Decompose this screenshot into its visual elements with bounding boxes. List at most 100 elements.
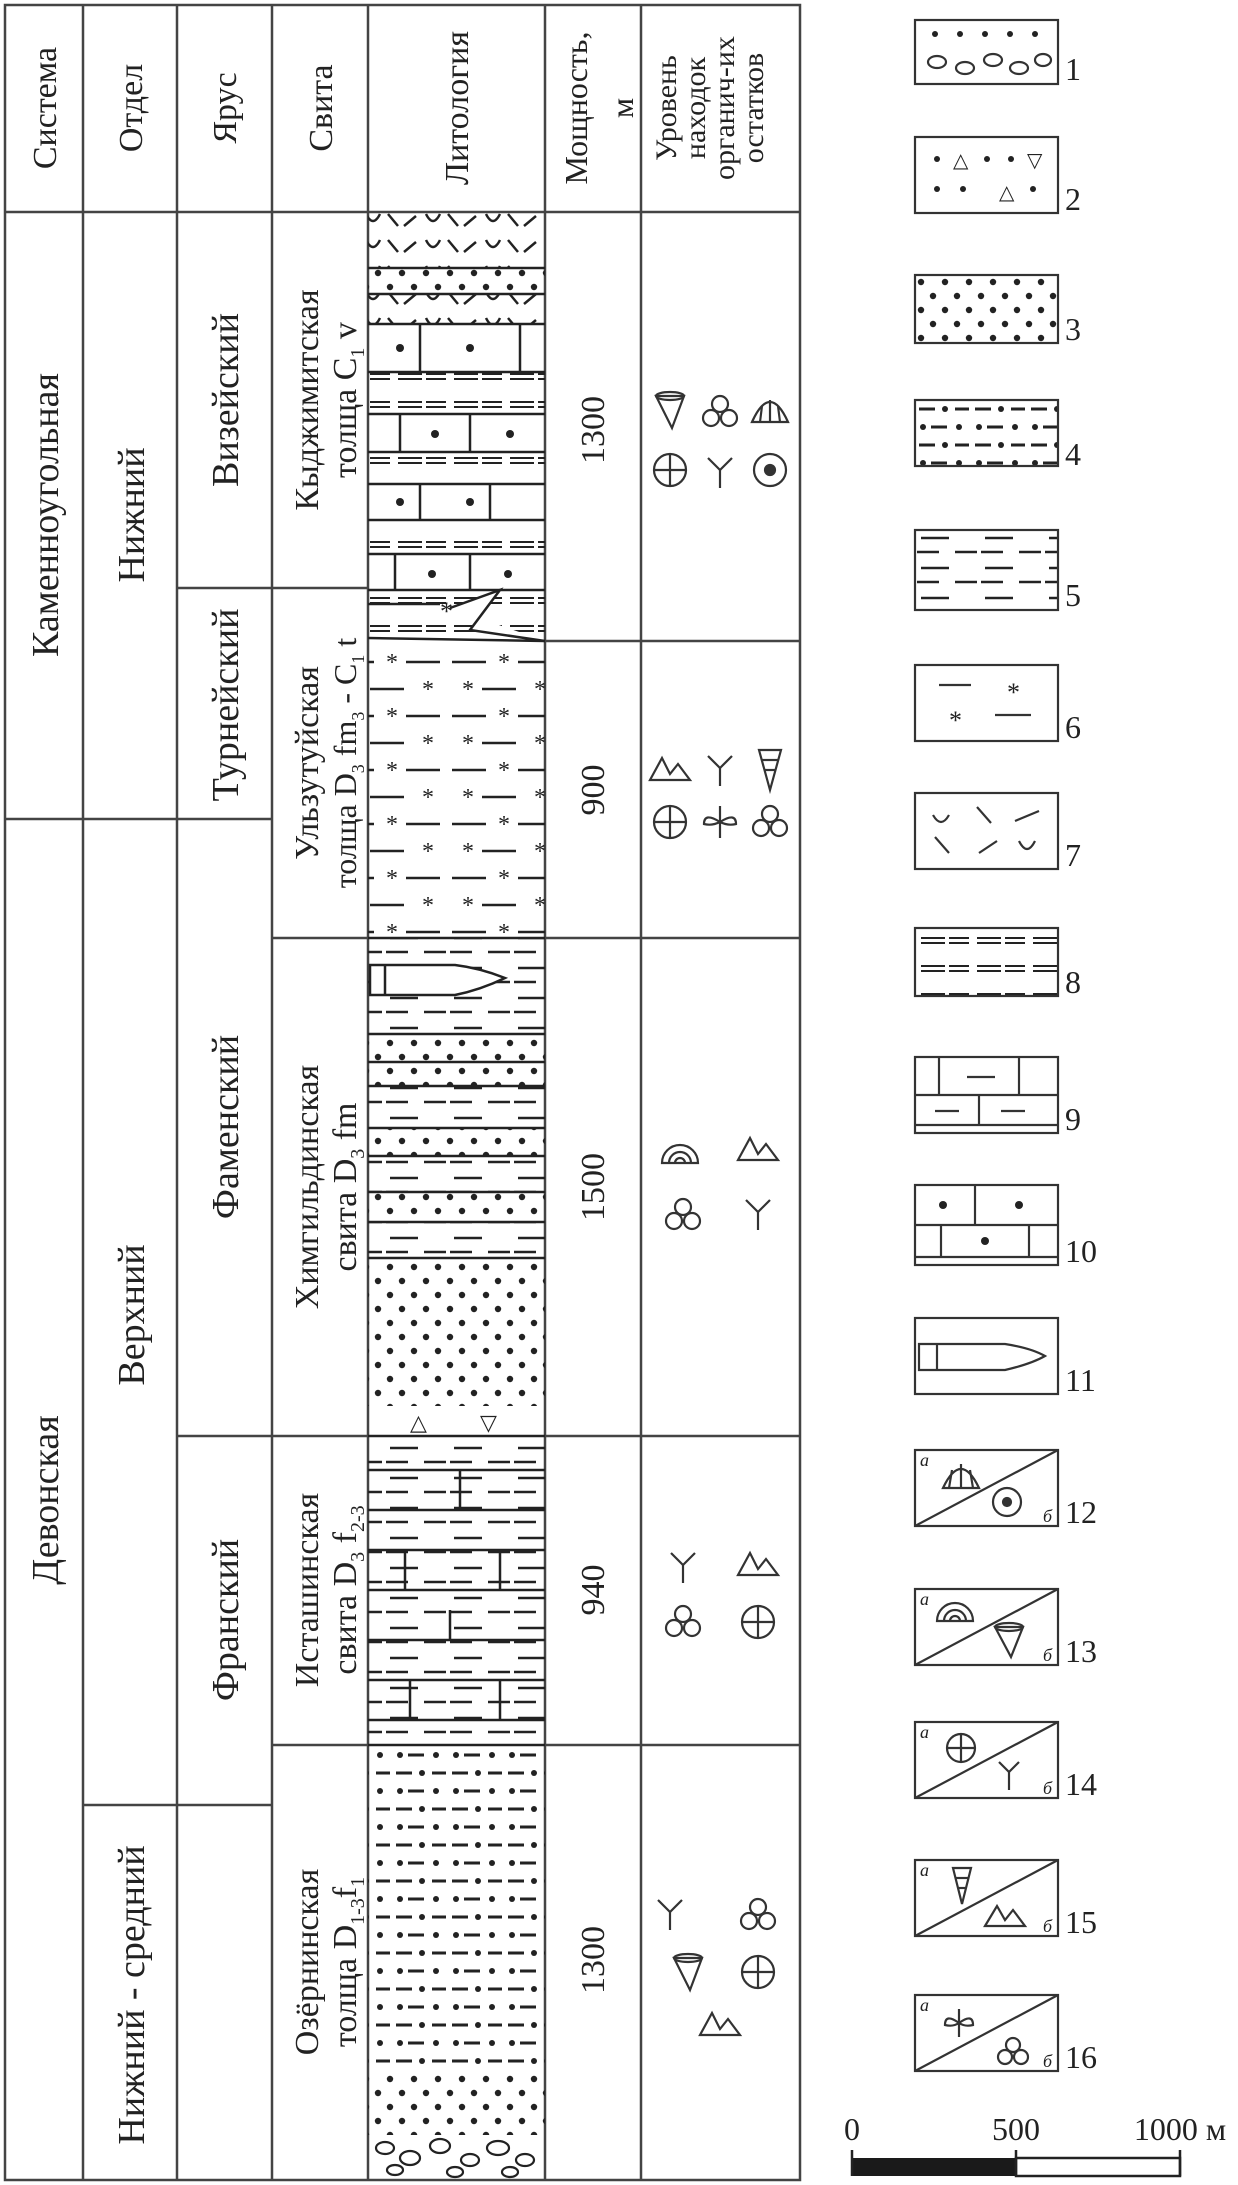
legend-number-7: 7 bbox=[1065, 837, 1081, 873]
legend-number-16: 16 bbox=[1065, 2039, 1097, 2075]
thickness-ist: 940 bbox=[575, 1565, 612, 1616]
legend-number-3: 3 bbox=[1065, 311, 1081, 347]
legend-16-b: б bbox=[1043, 2051, 1053, 2071]
legend-number-2: 2 bbox=[1065, 181, 1081, 217]
scale-bar: 0 500 1000 м bbox=[844, 2111, 1226, 2178]
system-label-carboniferous: Каменноугольная bbox=[25, 373, 67, 657]
cross-circle-fossil-icon bbox=[740, 1604, 776, 1640]
thickness-khim: 1500 bbox=[575, 1153, 612, 1221]
legend-16-a: а bbox=[920, 1995, 929, 2015]
svg-text:Озёрнинская: Озёрнинская bbox=[289, 1868, 326, 2055]
suite-oz: Озёрнинская толща D1-3f1 bbox=[289, 1868, 369, 2055]
mountain-fossil-icon bbox=[698, 2010, 743, 2037]
table-header: Система Отдел Ярус Свита Литология Мощно… bbox=[27, 31, 770, 185]
legend-14-a: а bbox=[920, 1722, 929, 1742]
header-suite: Свита bbox=[303, 64, 340, 151]
legend-item-16 bbox=[913, 1993, 1060, 2073]
scale-bar-empty bbox=[1014, 2156, 1182, 2178]
lithology-limestone-dots-4 bbox=[368, 554, 545, 592]
legend-number-5: 5 bbox=[1065, 577, 1081, 613]
legend-number-13: 13 bbox=[1065, 1633, 1097, 1669]
svg-text:△: △ bbox=[953, 150, 969, 172]
stage-label-famennian: Фаменский bbox=[205, 1035, 247, 1219]
legend-13-b: б bbox=[1043, 1645, 1053, 1665]
header-fossils-block: Уровеньнаходокорганич-ихостатков bbox=[650, 36, 770, 180]
mountain-fossil-icon bbox=[648, 755, 693, 782]
legend-number-11: 11 bbox=[1065, 1362, 1096, 1398]
section-label-lower: Нижний bbox=[111, 447, 153, 582]
svg-text:▽: ▽ bbox=[1027, 150, 1043, 172]
legend-number-12: 12 bbox=[1065, 1494, 1097, 1530]
thickness-ulz: 900 bbox=[575, 765, 612, 816]
header-thickness-block: Мощность,м bbox=[558, 32, 640, 185]
svg-text:△: △ bbox=[999, 182, 1015, 204]
legend-12-a: а bbox=[920, 1450, 929, 1470]
trefoil-fossil-icon bbox=[701, 394, 739, 428]
header-lithology: Литология bbox=[439, 31, 476, 185]
svg-text:Ульзутуйская: Ульзутуйская bbox=[289, 666, 326, 860]
legend-item-12 bbox=[913, 1448, 1060, 1528]
lithology-limestone-dots-1 bbox=[368, 324, 545, 374]
svg-text:Исташинская: Исташинская bbox=[289, 1492, 326, 1687]
svg-text:толща C1 v: толща C1 v bbox=[327, 322, 369, 478]
mountain-fossil-icon bbox=[736, 1550, 781, 1577]
legend-item-5 bbox=[913, 528, 1060, 612]
header-fossils: Уровеньнаходокорганич-ихостатков bbox=[650, 36, 770, 180]
scale-label-500: 500 bbox=[992, 2111, 1040, 2147]
trefoil-fossil-icon bbox=[664, 1604, 702, 1638]
cone-fossil-icon bbox=[654, 390, 686, 431]
legend-item-1 bbox=[913, 18, 1060, 86]
dot-circle-fossil-icon bbox=[752, 452, 788, 488]
legend-number-15: 15 bbox=[1065, 1904, 1097, 1940]
cone-fossil-icon bbox=[672, 1952, 704, 1993]
lithology-limestone-dots-2 bbox=[368, 414, 545, 454]
header-system: Система bbox=[27, 47, 64, 169]
stage-label-visean: Визейский bbox=[205, 313, 247, 487]
trefoil-fossil-icon bbox=[751, 804, 789, 838]
svg-text:*: * bbox=[440, 597, 453, 626]
scale-bar-filled bbox=[852, 2158, 1016, 2176]
stage-label-tournaisian: Турнейский bbox=[205, 609, 247, 802]
lithology-conglomerate bbox=[374, 2137, 536, 2179]
legend-13-a: а bbox=[920, 1589, 929, 1609]
stage-label-frasnian: Франский bbox=[205, 1539, 247, 1701]
svg-text:толща D1-3f1: толща D1-3f1 bbox=[327, 1877, 369, 2047]
svg-text:толща D3 fm3 - C1 t: толща D3 fm3 - C1 t bbox=[327, 638, 368, 889]
legend-number-1: 1 bbox=[1065, 51, 1081, 87]
sprout-fossil-icon bbox=[670, 1552, 696, 1583]
svg-text:△: △ bbox=[410, 1410, 427, 1435]
flower-fossil-icon bbox=[702, 806, 738, 838]
suite-ist: Исташинская свита D3 f2-3 bbox=[289, 1492, 369, 1687]
cross-circle-fossil-icon bbox=[652, 804, 688, 840]
legend-item-8 bbox=[913, 926, 1060, 998]
mountain-fossil-icon bbox=[736, 1135, 781, 1162]
arc-fossil-icon bbox=[660, 1143, 700, 1165]
legend-item-3 bbox=[913, 273, 1060, 345]
legend-number-6: 6 bbox=[1065, 709, 1081, 745]
trefoil-fossil-icon bbox=[664, 1197, 702, 1231]
legend-number-8: 8 bbox=[1065, 964, 1081, 1000]
scale-label-1000: 1000 м bbox=[1134, 2111, 1226, 2147]
suite-kyd: Кыджимитская толща C1 v bbox=[289, 289, 369, 511]
legend-item-9 bbox=[913, 1055, 1060, 1135]
legend: △▽△ * * bbox=[913, 18, 1060, 2073]
section-label-upper: Верхний bbox=[111, 1244, 153, 1385]
legend-number-4: 4 bbox=[1065, 436, 1081, 472]
legend-number-10: 10 bbox=[1065, 1233, 1097, 1269]
section-label-lower-middle: Нижний - средний bbox=[111, 1845, 153, 2144]
suite-khim: Химгильдинская свита D3 fm bbox=[289, 1064, 369, 1309]
sprout-fossil-icon bbox=[707, 755, 733, 786]
legend-item-10 bbox=[913, 1183, 1060, 1267]
legend-number-9: 9 bbox=[1065, 1101, 1081, 1137]
legend-item-13 bbox=[913, 1587, 1060, 1667]
legend-number-14: 14 bbox=[1065, 1766, 1097, 1802]
header-thickness: Мощность,м bbox=[558, 32, 640, 185]
shell-fossil-icon bbox=[750, 400, 790, 424]
cross-circle-fossil-icon bbox=[652, 452, 688, 488]
legend-item-4 bbox=[913, 398, 1060, 468]
thickness-oz: 1300 bbox=[575, 1926, 612, 1994]
header-stage: Ярус bbox=[207, 72, 244, 143]
lithology-limestone-dots-3 bbox=[368, 484, 545, 522]
legend-item-11 bbox=[913, 1316, 1060, 1396]
